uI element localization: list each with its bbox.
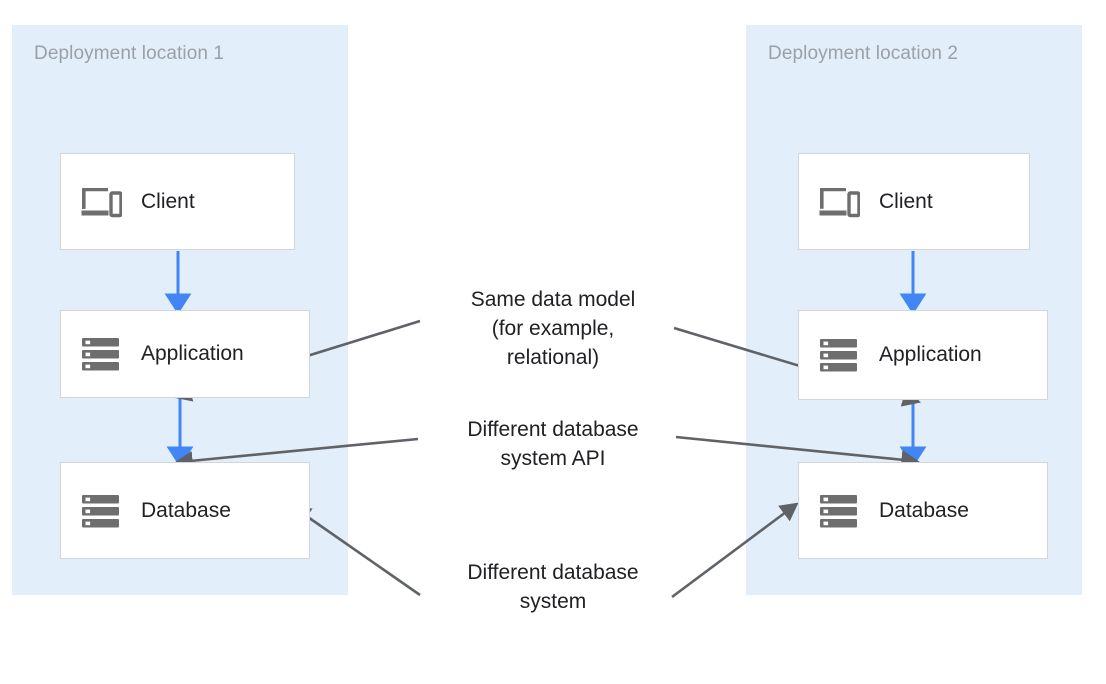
annotation-different-database-system-api: Different database system API — [467, 418, 639, 470]
node-label: Database — [141, 498, 231, 522]
server-stack-icon — [817, 333, 861, 377]
server-stack-icon — [817, 489, 861, 533]
node-label: Client — [141, 189, 195, 213]
deployment-location-2-title: Deployment location 2 — [768, 43, 959, 64]
node-application-1[interactable]: Application — [60, 310, 310, 398]
server-stack-icon — [79, 489, 123, 533]
node-client-2[interactable]: Client — [798, 153, 1030, 250]
node-database-1[interactable]: Database — [60, 462, 310, 559]
node-label: Application — [879, 343, 982, 366]
node-label: Client — [879, 189, 933, 213]
node-client-1[interactable]: Client — [60, 153, 295, 250]
devices-icon — [817, 180, 861, 224]
annotation-different-database-system: Different database system — [467, 561, 639, 613]
devices-icon — [79, 180, 123, 224]
node-application-2[interactable]: Application — [798, 310, 1048, 400]
deployment-location-1-title: Deployment location 1 — [34, 43, 225, 64]
annotation-same-data-model: Same data model (for example, relational… — [470, 288, 636, 369]
node-database-2[interactable]: Database — [798, 462, 1048, 559]
server-stack-icon — [79, 332, 123, 376]
node-label: Database — [879, 498, 969, 522]
node-label: Application — [141, 342, 244, 365]
